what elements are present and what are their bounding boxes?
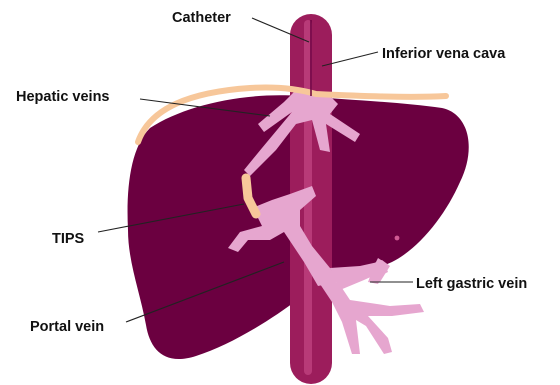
label-hepatic-veins: Hepatic veins [16, 89, 110, 105]
label-portal-vein: Portal vein [30, 319, 104, 335]
label-tips: TIPS [52, 231, 85, 247]
label-left-gastric-vein: Left gastric vein [416, 276, 527, 292]
label-catheter: Catheter [172, 10, 231, 26]
label-inferior-vena-cava: Inferior vena cava [382, 46, 506, 62]
liver-dot [395, 236, 400, 241]
